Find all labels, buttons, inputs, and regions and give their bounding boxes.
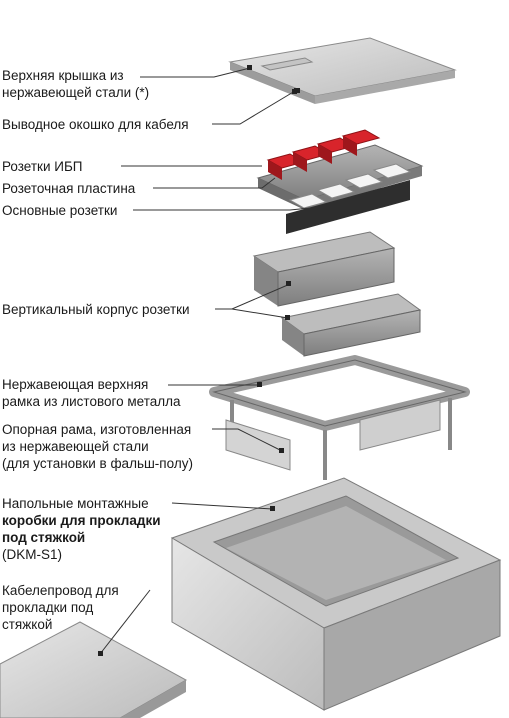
label-cable-window: Выводное окошко для кабеля bbox=[2, 117, 189, 132]
vertical-housing-icon bbox=[252, 231, 422, 357]
label-floor-boxes-line2: коробки для прокладки bbox=[2, 513, 161, 528]
label-floor-boxes-line1: Напольные монтажные bbox=[2, 496, 149, 511]
leader-lines bbox=[99, 67, 311, 655]
label-cover: Верхняя крышка из нержавеющей стали (*) bbox=[2, 67, 149, 101]
label-floor-boxes-line3: под стяжкой bbox=[2, 530, 86, 545]
cover-plate-icon bbox=[228, 37, 457, 104]
label-cover-line2: нержавеющей стали (*) bbox=[2, 85, 150, 100]
label-top-frame-line1: Нержавеющая верхняя bbox=[2, 377, 149, 392]
label-support-frame-line3: (для установки в фальш-полу) bbox=[2, 456, 193, 471]
socket-block-icon bbox=[256, 129, 424, 234]
duct-icon bbox=[0, 621, 188, 718]
leader-markers bbox=[98, 65, 297, 656]
label-floor-boxes-line4: (DKM-S1) bbox=[2, 547, 62, 562]
label-floor-boxes: Напольные монтажные коробки для прокладк… bbox=[2, 495, 161, 563]
floor-box-icon bbox=[170, 477, 502, 711]
label-main-sockets: Основные розетки bbox=[2, 203, 118, 218]
label-socket-plate: Розеточная пластина bbox=[2, 181, 136, 196]
label-vertical-housing: Вертикальный корпус розетки bbox=[2, 302, 190, 317]
label-cover-line1: Верхняя крышка из bbox=[2, 68, 124, 83]
label-support-frame-line1: Опорная рама, изготовленная bbox=[2, 422, 192, 437]
label-ups-sockets: Розетки ИБП bbox=[2, 159, 83, 174]
label-support-frame-line2: из нержавеющей стали bbox=[2, 439, 149, 454]
frame-icon bbox=[209, 355, 470, 480]
label-cable-duct-line3: стяжкой bbox=[2, 617, 53, 632]
label-cable-duct-line1: Кабелепровод для bbox=[2, 583, 119, 598]
label-top-frame: Нержавеющая верхняя рамка из листового м… bbox=[2, 376, 181, 410]
label-cable-duct-line2: прокладки под bbox=[2, 600, 94, 615]
label-top-frame-line2: рамка из листового металла bbox=[2, 394, 181, 409]
label-cable-duct: Кабелепровод для прокладки под стяжкой bbox=[2, 582, 119, 633]
label-support-frame: Опорная рама, изготовленная из нержавеющ… bbox=[2, 421, 193, 472]
